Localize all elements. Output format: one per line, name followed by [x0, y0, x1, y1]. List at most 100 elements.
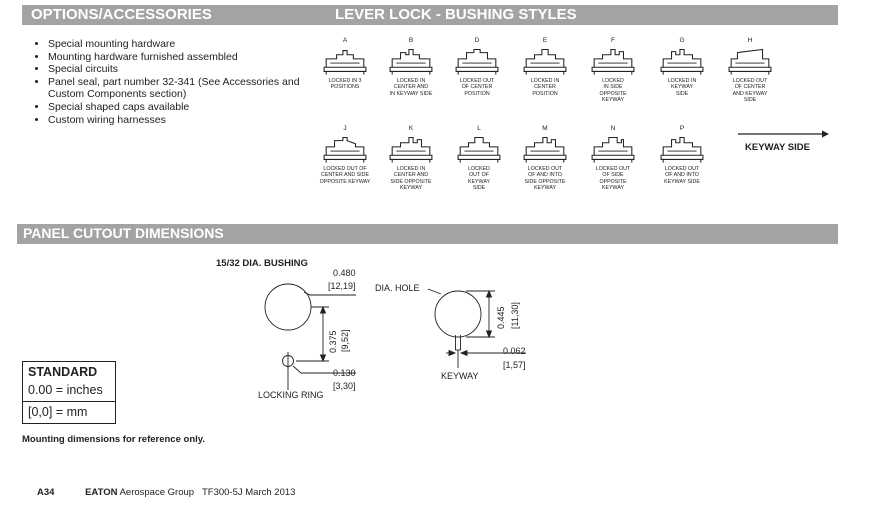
style-letter: L: [477, 125, 481, 132]
dia-hole-circle: [434, 290, 482, 338]
style-caption-line: SIDE OPPOSITE: [390, 178, 432, 185]
style-caption-line: AND KEYWAY: [732, 90, 768, 97]
style-letter: N: [610, 125, 616, 132]
style-caption-line: KEYWAY: [670, 84, 694, 91]
brand-group: Aerospace Group: [119, 487, 195, 498]
dim-445-mm: [11,30]: [510, 302, 520, 329]
dim-445: 0.445: [496, 306, 506, 329]
bushing-style-icon: [455, 48, 499, 75]
style-caption-line: SIDE: [675, 90, 689, 97]
bushing-style-icon: [389, 48, 433, 75]
brand-name: EATON: [85, 487, 118, 498]
panel-cutout-band: PANEL CUTOUT DIMENSIONS: [17, 224, 838, 244]
dim-062-mm: [1,57]: [503, 360, 526, 370]
leader-line: [427, 288, 442, 295]
doc-date: March 2013: [245, 487, 296, 498]
dim-062: 0.062: [503, 346, 526, 356]
style-caption-line: OPPOSITE: [599, 90, 627, 97]
style-letter: B: [408, 37, 414, 44]
style-caption-line: LOCKED: [468, 166, 490, 172]
style-caption-line: OUT OF: [469, 172, 489, 179]
style-caption-line: OPPOSITE: [599, 178, 627, 185]
style-caption-line: LOCKED OUT: [595, 166, 631, 172]
style-caption-line: KEYWAY SIDE: [664, 178, 700, 185]
footnote: Mounting dimensions for reference only.: [22, 434, 205, 445]
style-letter: F: [611, 37, 615, 44]
style-caption-line: CENTER AND SIDE: [321, 172, 369, 179]
style-caption-line: OF AND INTO: [528, 172, 562, 179]
style-caption-line: IN SIDE: [603, 84, 623, 91]
doc-number: TF300-5J: [201, 487, 243, 498]
bushing-label: 15/32 DIA. BUSHING: [216, 258, 308, 269]
style-caption-line: KEYWAY: [533, 184, 557, 191]
bushing-style-icon: [457, 136, 501, 163]
style-caption-line: POSITIONS: [330, 84, 360, 91]
bushing-style-icon: [523, 48, 567, 75]
standard-title: STANDARD: [28, 365, 98, 379]
style-letter: E: [542, 37, 548, 44]
style-caption-line: IN KEYWAY SIDE: [389, 90, 433, 97]
dim-375-mm: [9,52]: [340, 329, 350, 352]
style-caption-line: LOCKED OUT: [527, 166, 563, 172]
page-footer: A34 EATON Aerospace Group TF300-5J March…: [37, 487, 295, 498]
keyway-side-label: KEYWAY SIDE: [745, 142, 810, 153]
style-caption-line: OF CENTER: [734, 84, 766, 91]
dim-375: 0.375: [328, 330, 338, 353]
bushing-hole-circle: [264, 283, 312, 331]
keyway-label: KEYWAY: [441, 371, 479, 381]
style-caption-line: LOCKED OUT: [459, 78, 495, 84]
standard-mm: [0,0] = mm: [28, 405, 88, 419]
bushing-style-icon: [389, 136, 433, 163]
style-caption-line: LOCKED IN: [396, 166, 426, 172]
list-item: Special shaped caps available: [48, 101, 338, 114]
list-item: Special mounting hardware: [48, 38, 338, 51]
page-number: A34: [37, 487, 55, 498]
style-caption-line: POSITION: [464, 90, 490, 97]
list-item: Mounting hardware furnished assembled: [48, 51, 338, 64]
options-title: OPTIONS/ACCESSORIES: [31, 6, 212, 23]
bushing-style-icon: [728, 48, 772, 75]
style-caption-line: LOCKED IN: [396, 78, 426, 84]
options-list: Special mounting hardware Mounting hardw…: [30, 38, 338, 126]
header-band: OPTIONS/ACCESSORIES LEVER LOCK - BUSHING…: [22, 5, 838, 25]
style-caption-line: CENTER: [534, 84, 556, 91]
lever-lock-title: LEVER LOCK - BUSHING STYLES: [335, 6, 577, 23]
dim-130: 0.130: [333, 368, 356, 378]
style-caption-line: SIDE OPPOSITE: [524, 178, 566, 185]
style-letter: J: [343, 125, 347, 132]
list-item: Panel seal, part number 32-341 (See Acce…: [48, 76, 338, 101]
dim-130-mm: [3,30]: [333, 381, 356, 391]
style-letter: P: [679, 125, 685, 132]
bushing-style-icon: [323, 136, 367, 163]
style-caption-line: OPPOSITE KEYWAY: [319, 178, 371, 185]
style-caption-line: OF SIDE: [602, 172, 624, 179]
divider: [23, 401, 115, 402]
standard-inches: 0.00 = inches: [28, 383, 103, 397]
bushing-style-icon: [523, 136, 567, 163]
style-letter: A: [342, 37, 348, 44]
style-letter: K: [408, 125, 414, 132]
style-caption-line: LOCKED OUT OF: [323, 166, 367, 172]
style-caption-line: LOCKED IN: [667, 78, 697, 84]
style-letter: H: [747, 37, 753, 44]
panel-cutout-title: PANEL CUTOUT DIMENSIONS: [23, 225, 224, 241]
leader-line: [303, 291, 356, 296]
bushing-style-icon: [660, 136, 704, 163]
list-item: Special circuits: [48, 63, 338, 76]
style-caption-line: LOCKED OUT: [664, 166, 700, 172]
style-caption-line: LOCKED IN: [530, 78, 560, 84]
locking-ring-circle: [282, 355, 294, 367]
arrow-right-icon: [738, 130, 829, 138]
